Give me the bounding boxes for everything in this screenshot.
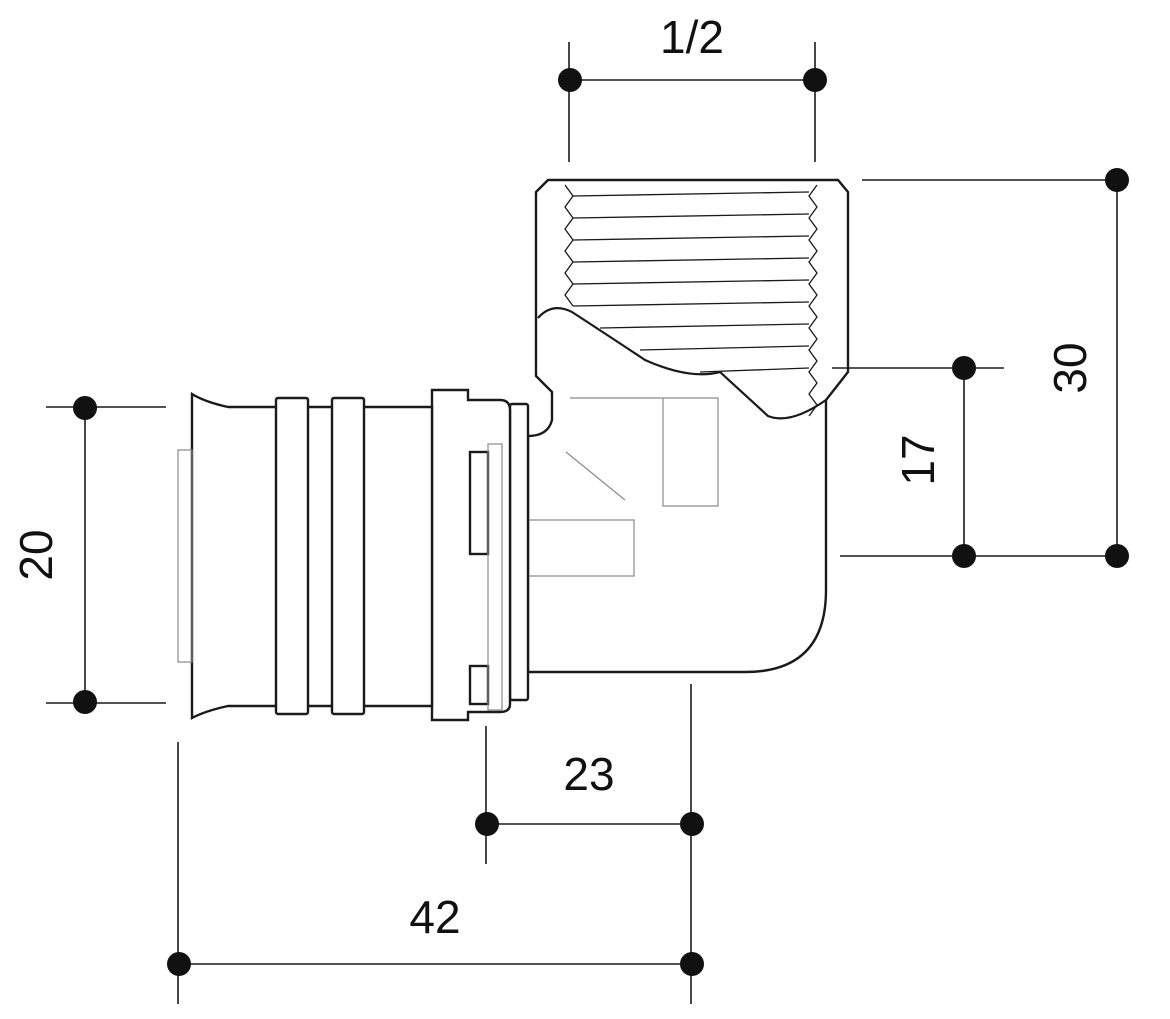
- cutaway-edge: [537, 307, 827, 420]
- dimension-body-length: 23: [475, 684, 704, 1004]
- dimension-dot: [680, 952, 704, 976]
- elbow-body: [526, 178, 850, 674]
- sealing-ring: [508, 402, 530, 702]
- dimension-dot: [680, 812, 704, 836]
- dimension-thread-size: 1/2: [558, 11, 827, 162]
- body-length-label: 23: [563, 748, 614, 800]
- dimension-dot: [73, 690, 97, 714]
- dimension-dot: [952, 544, 976, 568]
- thread-size-label: 1/2: [660, 11, 724, 63]
- dimension-dot: [167, 952, 191, 976]
- dimension-dot: [558, 68, 582, 92]
- dimension-total-length: 42: [167, 742, 704, 1004]
- nut-slot-lower: [468, 664, 490, 706]
- dimension-dot: [475, 812, 499, 836]
- total-height-label: 30: [1044, 342, 1096, 393]
- pipe-diameter-label: 20: [10, 529, 62, 580]
- dimension-dot: [73, 396, 97, 420]
- dimension-outlet-height: 17: [832, 356, 1004, 568]
- elbow-fitting: [177, 178, 850, 722]
- dimension-dot: [1105, 544, 1129, 568]
- dimension-dot: [1105, 168, 1129, 192]
- pipe-sleeve: [190, 391, 434, 721]
- dimension-total-height: 30: [840, 168, 1129, 568]
- dimension-pipe-diameter: 20: [10, 396, 166, 714]
- crimp-ring-1: [274, 396, 310, 716]
- dimension-dot: [952, 356, 976, 380]
- nut-slot-upper: [468, 450, 490, 556]
- dimension-dot: [803, 68, 827, 92]
- crimp-ring-2: [330, 396, 366, 716]
- outlet-height-label: 17: [892, 434, 944, 485]
- total-length-label: 42: [409, 891, 460, 943]
